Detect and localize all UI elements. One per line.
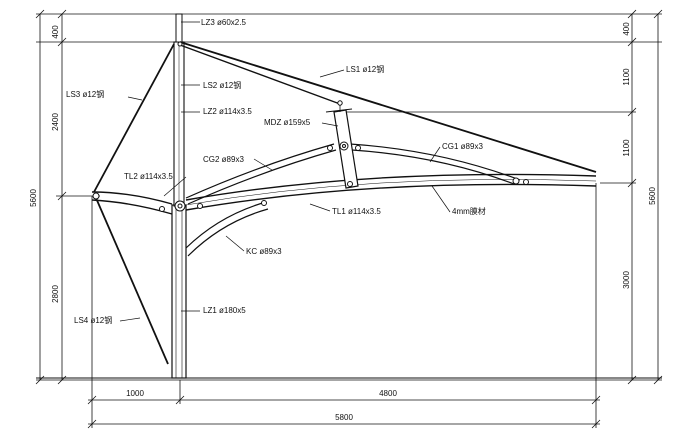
member-labels: LZ3 ø60x2.5 LS1 ø12钢 LS2 ø12钢 LS3 ø12钢 L…: [66, 18, 486, 325]
dim-bottom-4800: 4800: [379, 389, 397, 398]
cable-ls4: [95, 197, 169, 365]
label-ls2: LS2 ø12钢: [203, 80, 241, 90]
dim-right-1100a: 1100: [622, 68, 631, 86]
label-ls3: LS3 ø12钢: [66, 89, 104, 99]
label-lz2: LZ2 ø114x3.5: [203, 107, 252, 116]
main-column: [171, 13, 187, 379]
cable-ls3: [93, 43, 175, 193]
main-rafter-tl1: [185, 173, 597, 211]
dim-bottom-total: 5800: [335, 413, 353, 422]
dim-left-total: 5600: [29, 189, 38, 207]
label-lz1: LZ1 ø180x5: [203, 306, 246, 315]
label-mdz: MDZ ø159x5: [264, 118, 311, 127]
strut-cg2: [185, 143, 335, 199]
dim-bottom-1000: 1000: [126, 389, 144, 398]
dim-right-400: 400: [622, 22, 631, 36]
label-kc: KC ø89x3: [246, 247, 282, 256]
right-dimension-chain: [180, 9, 663, 385]
back-rafter-tl2: [91, 191, 173, 215]
cable-ls2: [179, 44, 341, 105]
struts: [185, 143, 521, 257]
dim-left-2800: 2800: [51, 285, 60, 303]
label-lz3: LZ3 ø60x2.5: [201, 18, 246, 27]
label-tl2: TL2 ø114x3.5: [124, 172, 173, 181]
dim-left-2400: 2400: [51, 113, 60, 131]
cable-ls1: [179, 41, 597, 173]
label-cg1: CG1 ø89x3: [442, 142, 483, 151]
bottom-dimension-chain: [87, 183, 601, 429]
cables: [93, 41, 597, 365]
dim-right-3000: 3000: [622, 271, 631, 289]
strut-cg1: [349, 143, 521, 181]
dim-left-400: 400: [51, 25, 60, 39]
label-ls4: LS4 ø12钢: [74, 315, 112, 325]
leader-lines: [119, 21, 451, 322]
label-tl1: TL1 ø114x3.5: [332, 207, 381, 216]
left-dimension-chain: [35, 9, 180, 385]
dim-right-1100b: 1100: [622, 139, 631, 157]
label-ls1: LS1 ø12钢: [346, 64, 384, 74]
strut-kc: [185, 201, 267, 249]
joints: [92, 41, 529, 212]
label-cg2: CG2 ø89x3: [203, 155, 244, 164]
dim-right-total: 5600: [648, 187, 657, 205]
dimension-texts: 400 2400 2800 5600 400 1100 1100 3000 56…: [29, 22, 657, 422]
label-membrane: 4mm膜材: [452, 206, 486, 216]
